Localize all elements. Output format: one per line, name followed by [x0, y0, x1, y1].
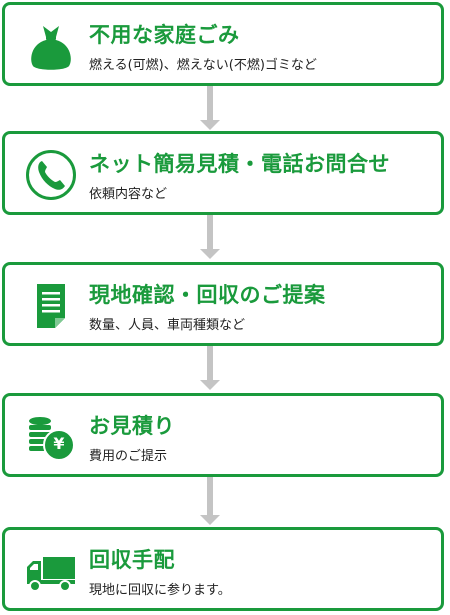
- phone-icon: [25, 149, 77, 201]
- down-arrow-icon: [200, 346, 220, 390]
- step-subtitle: 現地に回収に参ります。: [89, 583, 231, 598]
- step-title: 不用な家庭ごみ: [89, 23, 240, 47]
- step-title: お見積り: [89, 414, 175, 438]
- coins-yen-icon: ¥: [25, 411, 77, 463]
- step-subtitle: 燃える(可燃)、燃えない(不燃)ゴミなど: [89, 58, 317, 73]
- down-arrow-icon: [200, 86, 220, 130]
- step-card-1: 不用な家庭ごみ 燃える(可燃)、燃えない(不燃)ゴミなど: [2, 2, 444, 86]
- step-subtitle: 数量、人員、車両種類など: [89, 318, 246, 333]
- step-card-2: ネット簡易見積・電話お問合せ 依頼内容など: [2, 131, 444, 215]
- document-icon: [25, 280, 77, 332]
- step-subtitle: 費用のご提示: [89, 449, 168, 464]
- down-arrow-icon: [200, 215, 220, 259]
- step-card-3: 現地確認・回収のご提案 数量、人員、車両種類など: [2, 262, 444, 346]
- step-subtitle: 依頼内容など: [89, 187, 168, 202]
- step-title: 回収手配: [89, 548, 175, 572]
- step-title: 現地確認・回収のご提案: [89, 283, 326, 307]
- down-arrow-icon: [200, 477, 220, 525]
- step-card-5: 回収手配 現地に回収に参ります。: [2, 527, 444, 611]
- yen-symbol: ¥: [53, 434, 65, 453]
- truck-icon: [25, 545, 77, 597]
- step-card-4: ¥ お見積り 費用のご提示: [2, 393, 444, 477]
- step-title: ネット簡易見積・電話お問合せ: [89, 152, 390, 176]
- garbage-bag-icon: [25, 20, 77, 72]
